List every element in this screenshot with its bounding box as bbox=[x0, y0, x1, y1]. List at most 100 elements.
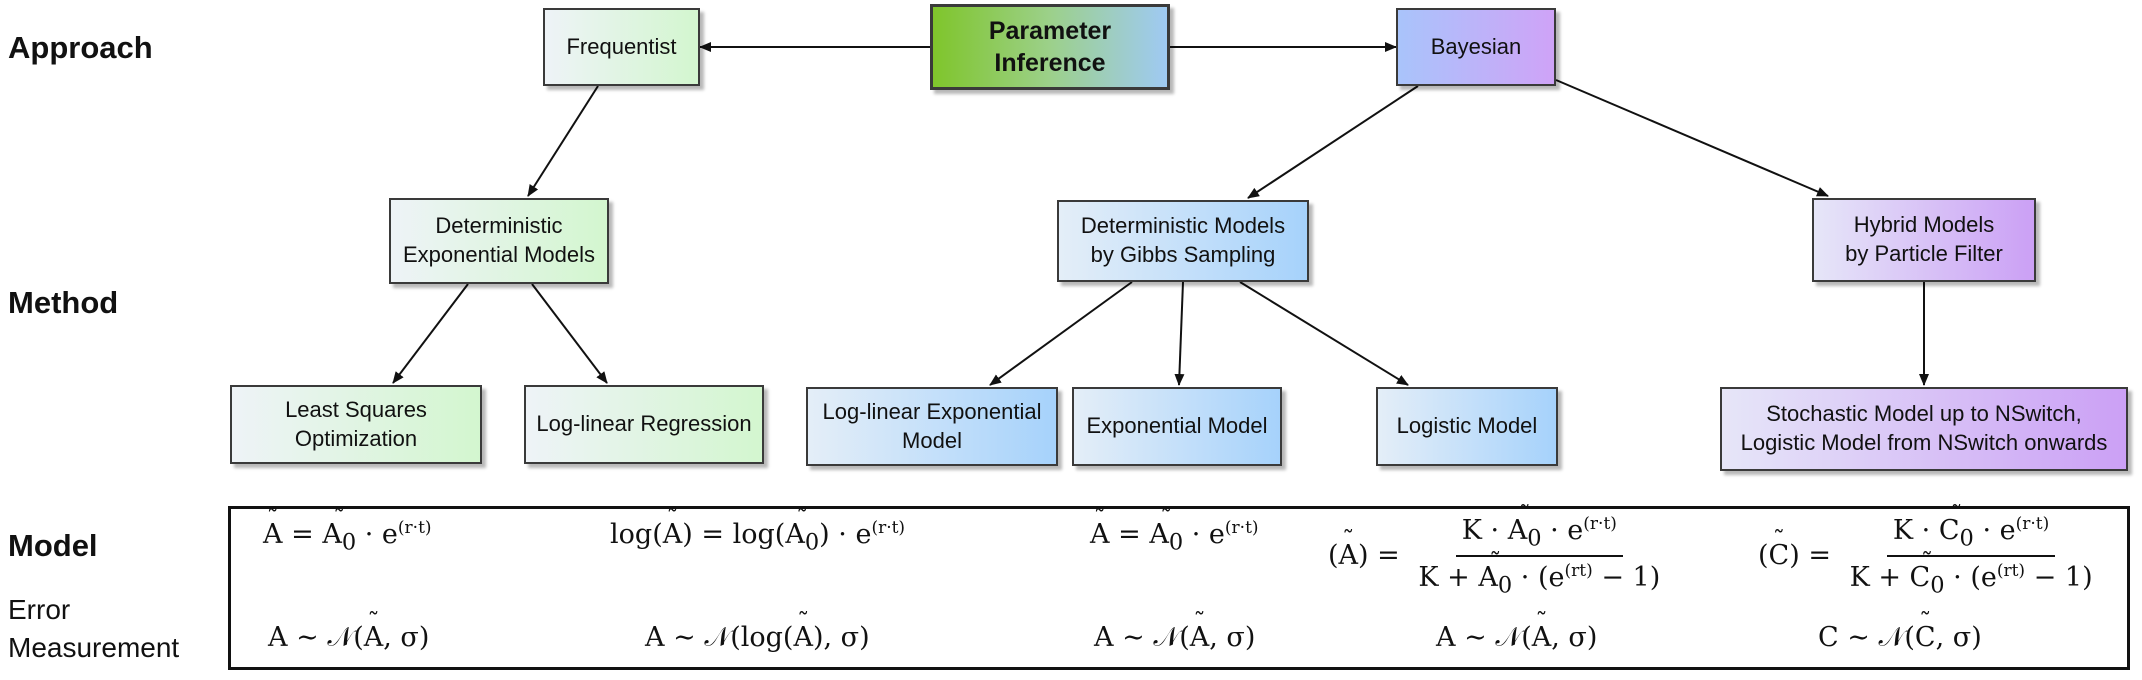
node-det-exp-line1: Deterministic bbox=[435, 213, 563, 239]
e5-arg: C bbox=[1915, 608, 1936, 653]
m4-fraction: K · A0 · e(r·t) K + A0 · (e(rt) − 1) bbox=[1412, 501, 1666, 599]
e1-sigma: σ bbox=[400, 622, 419, 653]
node-hybrid-particle: Hybrid Models by Particle Filter bbox=[1812, 198, 2036, 282]
m2-base: A0 bbox=[785, 505, 820, 556]
error-equation-2: A ∼ 𝒩(log(A), σ) bbox=[645, 608, 870, 654]
node-root-line2: Inference bbox=[994, 49, 1106, 77]
node-stoch-line2: Logistic Model from NSwitch onwards bbox=[1740, 430, 2108, 455]
e1-arg: A bbox=[364, 608, 384, 653]
m3-base-letter: A bbox=[1149, 519, 1169, 550]
m2-sub: 0 bbox=[804, 529, 820, 556]
node-ls-line2: Optimization bbox=[294, 425, 418, 451]
m1-dot: · bbox=[364, 519, 374, 550]
m1-eq: = bbox=[291, 519, 314, 550]
arrow-bayesian-to-hybrid bbox=[1555, 79, 1829, 197]
m1-exp: (r·t) bbox=[397, 518, 432, 538]
m2-log1: log bbox=[610, 519, 653, 550]
model-equation-3: A = A0 · e(r·t) bbox=[1090, 505, 1259, 556]
e4-sigma: σ bbox=[1568, 622, 1587, 653]
m5-den-base: C0 bbox=[1909, 548, 1945, 599]
e3-sim: ∼ bbox=[1122, 622, 1145, 653]
arrow-frequentist-to-deterministic bbox=[527, 85, 599, 197]
m4-den-exp: (rt) bbox=[1564, 561, 1593, 582]
m5-den-e: e bbox=[1980, 562, 1997, 594]
m3-lhs: A bbox=[1090, 505, 1110, 550]
arrow-deterministic-to-leastsquares bbox=[392, 283, 469, 384]
node-bayesian: Bayesian bbox=[1396, 8, 1556, 86]
node-bayesian-label: Bayesian bbox=[1430, 33, 1522, 59]
e4-var: A bbox=[1436, 622, 1456, 653]
arrow-gibbs-to-logistic bbox=[1239, 281, 1409, 386]
m4-minus: − 1 bbox=[1601, 562, 1650, 594]
m4-num-base: A0 bbox=[1508, 501, 1542, 552]
node-hybrid-line1: Hybrid Models bbox=[1853, 212, 1995, 238]
node-logistic-model: Logistic Model bbox=[1376, 387, 1558, 466]
node-logistic-label: Logistic Model bbox=[1396, 413, 1538, 439]
m5-plus: + bbox=[1878, 562, 1901, 594]
model-equation-1: A = A0 · e(r·t) bbox=[263, 505, 432, 556]
m4-K: K bbox=[1461, 515, 1482, 546]
e1-var: A bbox=[268, 622, 288, 653]
m4-plus: + bbox=[1447, 562, 1470, 594]
row-label-model: Model bbox=[8, 528, 98, 563]
m3-base: A0 bbox=[1149, 505, 1183, 556]
m5-dot1: · bbox=[1921, 515, 1931, 546]
m3-eq: = bbox=[1118, 519, 1141, 550]
node-stochastic-logistic: Stochastic Model up to NSwitch,Logistic … bbox=[1720, 387, 2128, 471]
m4-den-sub: 0 bbox=[1497, 572, 1513, 599]
arrow-gibbs-to-exponential bbox=[1174, 281, 1185, 386]
e4-sim: ∼ bbox=[1464, 622, 1487, 653]
m1-lhs: A bbox=[263, 505, 283, 550]
node-hybrid-line2: by Particle Filter bbox=[1845, 241, 2003, 266]
m5-minus: − 1 bbox=[2033, 562, 2083, 594]
m5-lhs: C bbox=[1769, 526, 1790, 571]
m2-lhs: A bbox=[663, 505, 683, 550]
m5-eq: = bbox=[1808, 539, 1831, 571]
m4-den-e: e bbox=[1548, 562, 1565, 594]
node-lle-line1: Log-linear Exponential bbox=[822, 398, 1042, 424]
m5-den-exp: (rt) bbox=[1996, 561, 2026, 582]
e2-N: 𝒩 bbox=[704, 622, 731, 653]
e3-arg: A bbox=[1190, 608, 1210, 653]
arrow-bayesian-to-gibbs bbox=[1247, 85, 1419, 199]
e4-arg: A bbox=[1532, 608, 1552, 653]
e2-arg: A bbox=[793, 608, 813, 653]
m5-dot2: · bbox=[1982, 515, 1992, 546]
m2-eq: = bbox=[701, 519, 724, 550]
m5-num-sub: 0 bbox=[1959, 525, 1974, 552]
m4-numerator: K · A0 · e(r·t) bbox=[1455, 501, 1623, 558]
m2-e: e bbox=[855, 519, 872, 550]
e2-sigma: σ bbox=[840, 622, 860, 653]
m5-den-letter: C bbox=[1909, 562, 1931, 594]
m4-num-sub: 0 bbox=[1527, 525, 1542, 552]
e5-var: C bbox=[1818, 622, 1839, 653]
m5-num-base: C0 bbox=[1939, 501, 1974, 552]
row-label-error-line1: Error bbox=[8, 594, 71, 625]
m5-dot3: · bbox=[1953, 562, 1962, 594]
m4-exp: (r·t) bbox=[1583, 514, 1617, 534]
m2-log2: log bbox=[732, 519, 775, 550]
m5-den-sub: 0 bbox=[1930, 572, 1945, 599]
m5-den-K: K bbox=[1849, 562, 1870, 594]
m5-K: K bbox=[1892, 515, 1914, 546]
m1-base: A0 bbox=[322, 505, 356, 556]
node-frequentist-label: Frequentist bbox=[566, 33, 677, 59]
e2-var: A bbox=[645, 622, 665, 653]
m5-fraction: K · C0 · e(r·t) K + C0 · (e(rt) − 1) bbox=[1844, 501, 2099, 599]
row-label-method: Method bbox=[8, 285, 119, 320]
node-gibbs-line2: by Gibbs Sampling bbox=[1090, 242, 1276, 267]
m5-denominator: K + C0 · (e(rt) − 1) bbox=[1844, 548, 2099, 599]
arrow-deterministic-to-loglinear bbox=[531, 283, 608, 384]
e3-var: A bbox=[1094, 622, 1114, 653]
error-equation-5: C ∼ 𝒩(C, σ) bbox=[1818, 608, 1982, 654]
m3-exp: (r·t) bbox=[1224, 518, 1259, 538]
node-ls-line1: Least Squares bbox=[285, 396, 427, 422]
m4-den-base: A0 bbox=[1478, 548, 1513, 599]
m4-lhs: A bbox=[1339, 526, 1359, 571]
m4-dot1: · bbox=[1490, 515, 1500, 546]
